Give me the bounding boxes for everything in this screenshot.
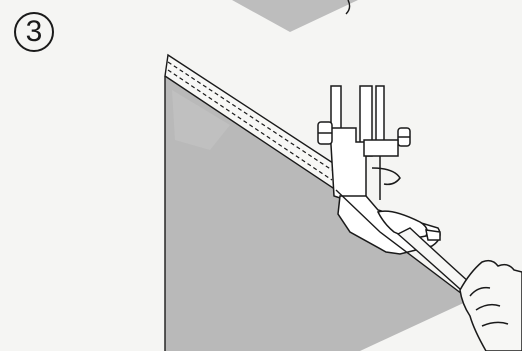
fabric-top-fragment: [232, 0, 358, 32]
hand-icon: [460, 261, 522, 351]
